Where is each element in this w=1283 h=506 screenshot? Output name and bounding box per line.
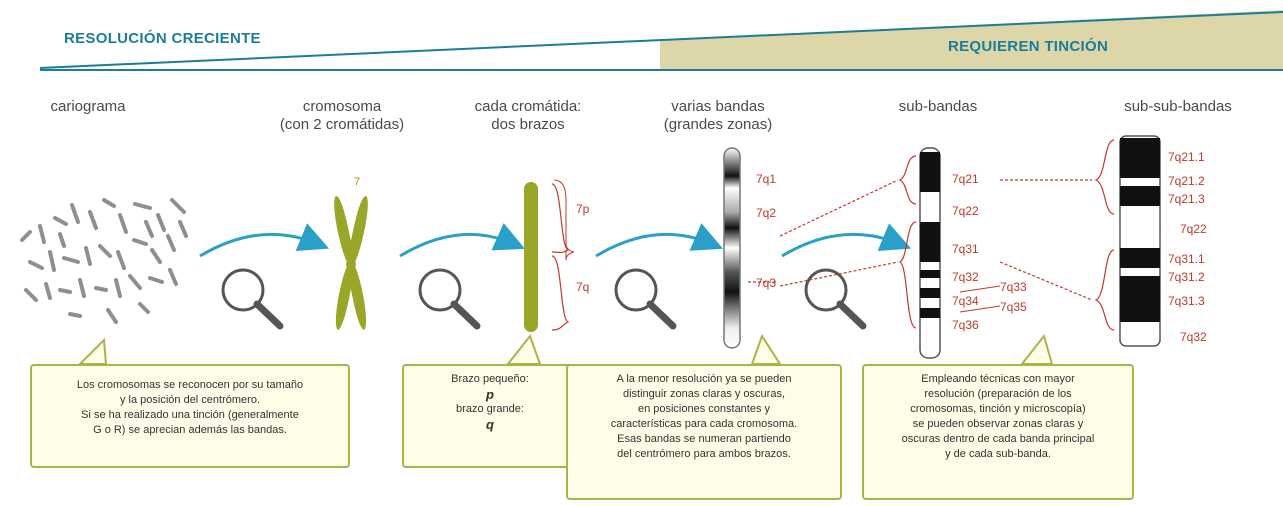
subsubband-label-7q31-3: 7q31.3: [1168, 294, 1205, 308]
arrow-3-icon: [595, 223, 724, 258]
brace-p-icon: [553, 179, 575, 261]
resolution-wedge-line: [39, 11, 1283, 69]
subband-label-7q36: 7q36: [952, 318, 979, 332]
subband-label-7q32: 7q32: [952, 270, 979, 284]
subband-label-7q33: 7q33: [1000, 280, 1027, 294]
callout-2-pointer: [505, 333, 542, 365]
band-label-7q3: 7q3: [756, 276, 777, 290]
bands-callout: A la menor resolución ya se pueden disti…: [566, 364, 842, 500]
subbands-callout: Empleando técnicas con mayor resolución …: [862, 364, 1134, 500]
subband-label-7q22: 7q22: [952, 204, 979, 218]
callout-4-pointer: [1019, 333, 1054, 365]
chromatid-illustration: [524, 182, 538, 332]
banded-chromosome-illustration: [723, 147, 741, 349]
stage-subbands-label: sub-bandas: [898, 98, 978, 115]
staining-required-label: REQUIEREN TINCIÓN: [948, 38, 1109, 55]
arrow-1-icon: [199, 223, 330, 258]
brace-q-icon: [551, 255, 570, 331]
callout-3-pointer: [750, 333, 782, 365]
stage-bands-label: varias bandas(grandes zonas): [663, 98, 773, 133]
subband-label-7q35: 7q35: [1000, 300, 1027, 314]
arrow-4-icon: [781, 223, 912, 258]
stage-karyogram-label: cariograma: [50, 98, 126, 115]
subband-label-7q34: 7q34: [952, 294, 979, 308]
arm-p-label: 7p: [576, 202, 590, 216]
subsubband-label-7q31-2: 7q31.2: [1168, 270, 1205, 284]
magnifier-1-icon: [221, 268, 284, 330]
subsubband-label-7q21-2: 7q21.2: [1168, 174, 1205, 188]
band-label-7q2: 7q2: [756, 206, 777, 220]
chromosome-x-illustration: [334, 196, 368, 330]
arm-q-label: 7q: [576, 280, 590, 294]
chromosome-number-label: 7: [354, 176, 361, 188]
subsubband-label-7q32: 7q32: [1180, 330, 1207, 344]
band-label-7q1: 7q1: [756, 172, 777, 186]
karyogram-callout: Los cromosomas se reconocen por su tamañ…: [30, 364, 350, 468]
magnifier-3-icon: [614, 268, 677, 330]
stage-chromosome-label: cromosoma(con 2 cromátidas): [279, 98, 405, 133]
stage-chromatid-label: cada cromátida:dos brazos: [474, 98, 582, 133]
magnifier-4-icon: [804, 268, 867, 330]
banner-background: [39, 10, 1283, 71]
subband-label-7q31: 7q31: [952, 242, 979, 256]
subband-label-7q21: 7q21: [952, 172, 979, 186]
increasing-resolution-label: RESOLUCIÓN CRECIENTE: [64, 30, 261, 47]
arms-callout: Brazo pequeño: p brazo grande: q: [402, 364, 578, 468]
subsubband-label-7q31-1: 7q31.1: [1168, 252, 1205, 266]
stage-subsubbands-label: sub-sub-bandas: [1124, 98, 1232, 115]
subband-chromosome-illustration: [919, 147, 941, 359]
arrow-2-icon: [399, 222, 525, 258]
subsubband-chromosome-illustration: [1119, 135, 1161, 347]
subsubband-label-7q21-3: 7q21.3: [1168, 192, 1205, 206]
subsubband-label-7q22: 7q22: [1180, 222, 1207, 236]
stain-required-band: [660, 10, 1283, 70]
magnifier-2-icon: [418, 268, 481, 330]
callout-1-pointer: [77, 337, 108, 365]
subsubband-label-7q21-1: 7q21.1: [1168, 150, 1205, 164]
karyogram-illustration: [20, 198, 188, 324]
